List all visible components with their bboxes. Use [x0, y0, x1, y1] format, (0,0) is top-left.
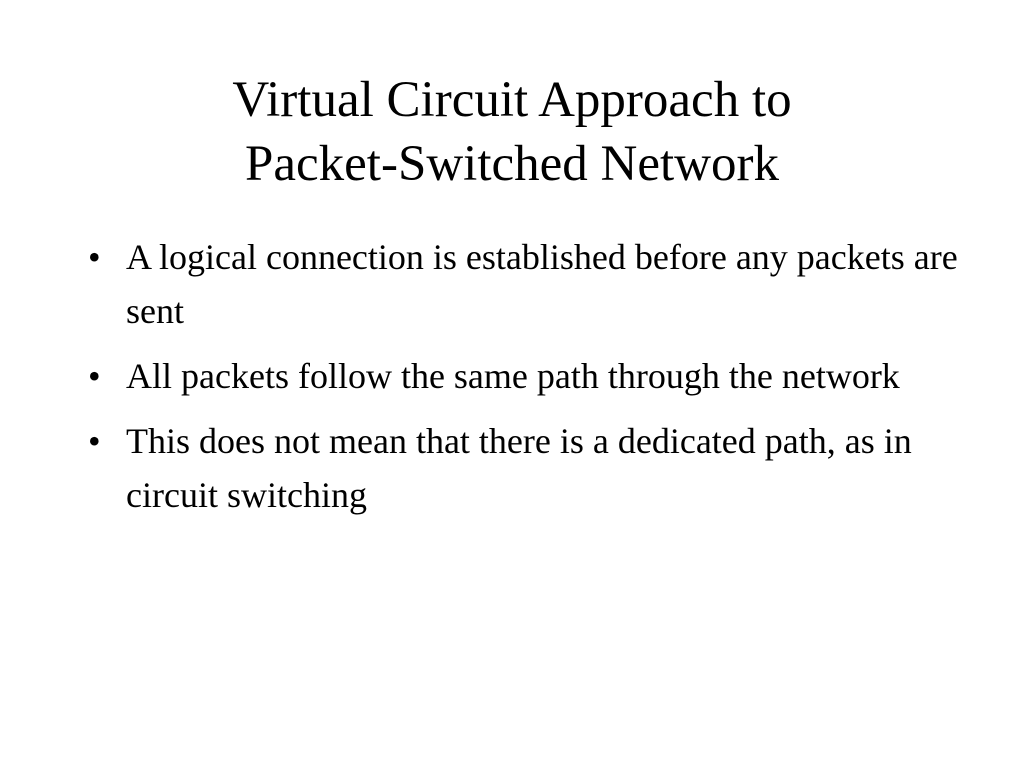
bullet-item: • This does not mean that there is a ded…	[88, 414, 968, 522]
slide-title-line: Virtual Circuit Approach to	[232, 72, 792, 128]
bullet-dot-icon: •	[88, 237, 101, 277]
bullet-item: • A logical connection is established be…	[88, 230, 968, 338]
bullet-list: • A logical connection is established be…	[88, 230, 968, 533]
bullet-dot-icon: •	[88, 356, 101, 396]
slide-title: Virtual Circuit Approach to Packet-Switc…	[0, 68, 1024, 196]
bullet-text: All packets follow the same path through…	[126, 356, 900, 396]
bullet-dot-icon: •	[88, 421, 101, 461]
bullet-item: • All packets follow the same path throu…	[88, 349, 968, 403]
bullet-text: This does not mean that there is a dedic…	[126, 421, 912, 515]
slide-title-line: Packet-Switched Network	[245, 136, 779, 192]
bullet-text: A logical connection is established befo…	[126, 237, 958, 331]
